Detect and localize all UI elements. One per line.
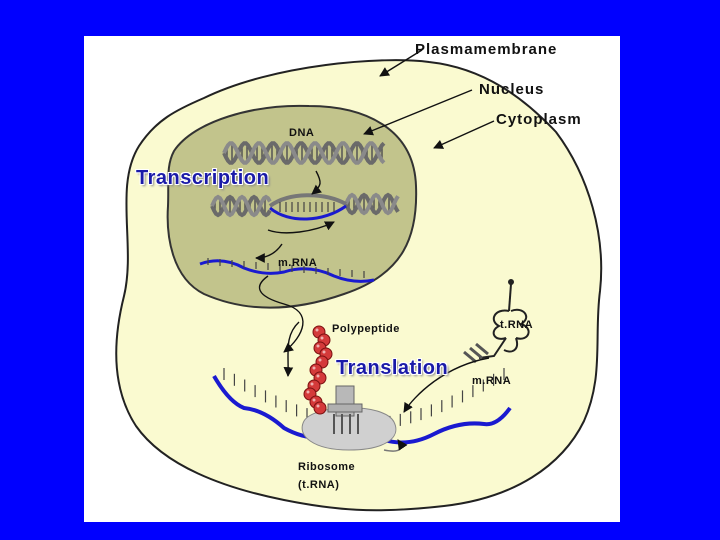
- label-mrna-cytoplasm: m.RNA: [472, 375, 512, 387]
- label-ribosome-trna: (t.RNA): [298, 479, 340, 491]
- label-ribosome: Ribosome: [298, 461, 356, 473]
- trna-molecule: [463, 279, 530, 364]
- cell-diagram: [115, 49, 603, 512]
- label-cytoplasm: Cytoplasm: [496, 111, 582, 128]
- ribosome: [301, 385, 408, 452]
- mrna-strand-nucleus: [199, 258, 375, 283]
- label-arrows: [255, 49, 495, 413]
- label-nucleus: Nucleus: [479, 81, 545, 98]
- label-transcription: Transcription: [136, 167, 270, 189]
- dna-double-helix-unwound: [210, 192, 400, 221]
- label-mrna-nucleus: m.RNA: [278, 257, 318, 269]
- slide-panel: Plasmamembrane Nucleus Cytoplasm DNA Tra…: [84, 36, 620, 522]
- polypeptide-chain: [303, 325, 333, 415]
- label-polypeptide: Polypeptide: [332, 323, 400, 335]
- label-plasma-membrane: Plasmamembrane: [415, 41, 558, 58]
- label-dna: DNA: [289, 127, 315, 139]
- label-trna: t.RNA: [500, 319, 534, 331]
- dna-double-helix: [222, 141, 386, 165]
- label-translation: Translation: [336, 357, 449, 379]
